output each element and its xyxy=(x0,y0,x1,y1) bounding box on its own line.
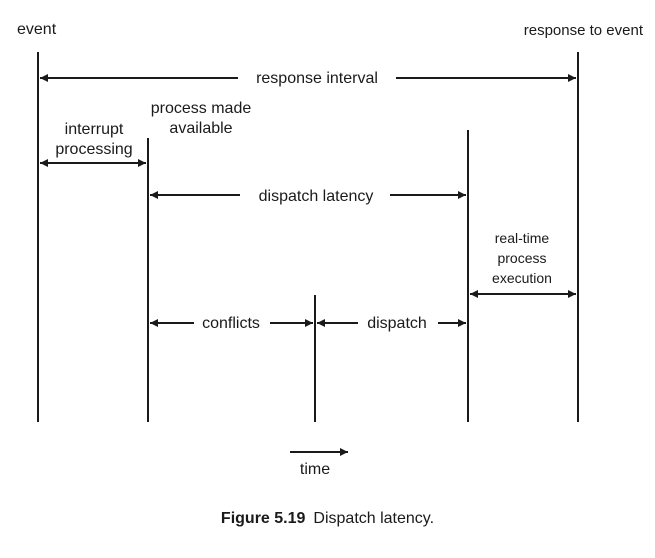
figure-caption: Figure 5.19 Dispatch latency. xyxy=(0,510,655,528)
real-time-execution-label-line1: real-time xyxy=(495,230,550,246)
figure-caption-text: Dispatch latency. xyxy=(313,510,435,527)
dispatch-latency-label: dispatch latency xyxy=(259,188,374,205)
response-to-event-label: response to event xyxy=(524,22,644,39)
real-time-execution-label-line2: process xyxy=(497,250,546,266)
event-label: event xyxy=(17,21,57,38)
interrupt-processing-label-line1: interrupt xyxy=(65,121,124,138)
response-interval-label: response interval xyxy=(256,70,378,87)
figure-number: Figure 5.19 xyxy=(220,510,306,527)
interrupt-processing-label-line2: processing xyxy=(55,141,132,158)
real-time-execution-label-line3: execution xyxy=(492,270,552,286)
process-made-available-label-line2: available xyxy=(169,120,232,137)
dispatch-label: dispatch xyxy=(367,315,427,332)
time-label: time xyxy=(300,461,330,478)
process-made-available-label-line1: process made xyxy=(151,100,252,117)
conflicts-label: conflicts xyxy=(202,315,260,332)
